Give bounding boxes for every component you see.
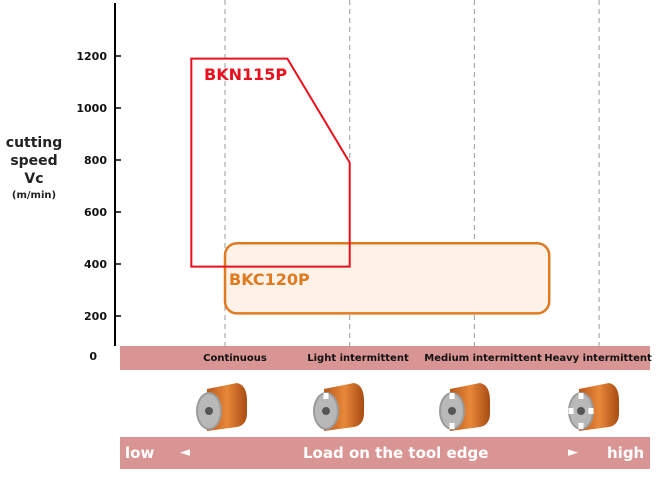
y-axis-label: cutting speed Vc (m/min): [0, 134, 68, 204]
y-tick-label: 600: [84, 206, 107, 219]
right-arrow-icon: ►: [568, 445, 578, 460]
y-axis-label-line-2: speed: [10, 153, 58, 169]
tool-light-intermittent-icon: [310, 377, 368, 437]
y-tick-label: 1200: [76, 50, 107, 63]
load-title: Load on the tool edge: [303, 444, 489, 462]
tool-light-intermittent-icon-graphic: [313, 383, 364, 431]
category-band: [120, 346, 650, 370]
groove: [568, 408, 574, 414]
tool-heavy-intermittent-icon: [565, 377, 623, 437]
load-low-label: low: [125, 444, 155, 462]
y-axis-label-line-1: cutting: [5, 135, 63, 151]
groove: [578, 393, 584, 399]
groove: [588, 408, 594, 414]
groove: [449, 423, 455, 429]
groove: [578, 423, 584, 429]
load-bar: low ◄ Load on the tool edge ► high: [120, 437, 650, 469]
tool-continuous-icon-graphic: [196, 383, 247, 431]
y-tick-label: 800: [84, 154, 107, 167]
load-high-label: high: [607, 444, 645, 462]
y-tick-label: 200: [84, 310, 107, 323]
groove: [323, 393, 329, 399]
bkn115p-region: [190, 57, 351, 268]
groove: [449, 393, 455, 399]
y-tick-label: 400: [84, 258, 107, 271]
y-axis-unit: (m/min): [11, 190, 57, 201]
y-axis-label-line-3: Vc: [24, 171, 44, 187]
tool-heavy-intermittent-icon-graphic: [568, 383, 619, 431]
y-tick-label: 1000: [76, 102, 107, 115]
tool-medium-intermittent-icon-graphic: [439, 383, 490, 431]
bkc120p-label: BKC120P: [229, 270, 310, 289]
y-tick-label: 0: [89, 350, 97, 363]
bkn115p-label: BKN115P: [204, 65, 287, 84]
left-arrow-icon: ◄: [180, 445, 190, 460]
tool-continuous-icon: [193, 377, 251, 437]
bkc120p-region: [223, 241, 551, 315]
tool-medium-intermittent-icon: [436, 377, 494, 437]
